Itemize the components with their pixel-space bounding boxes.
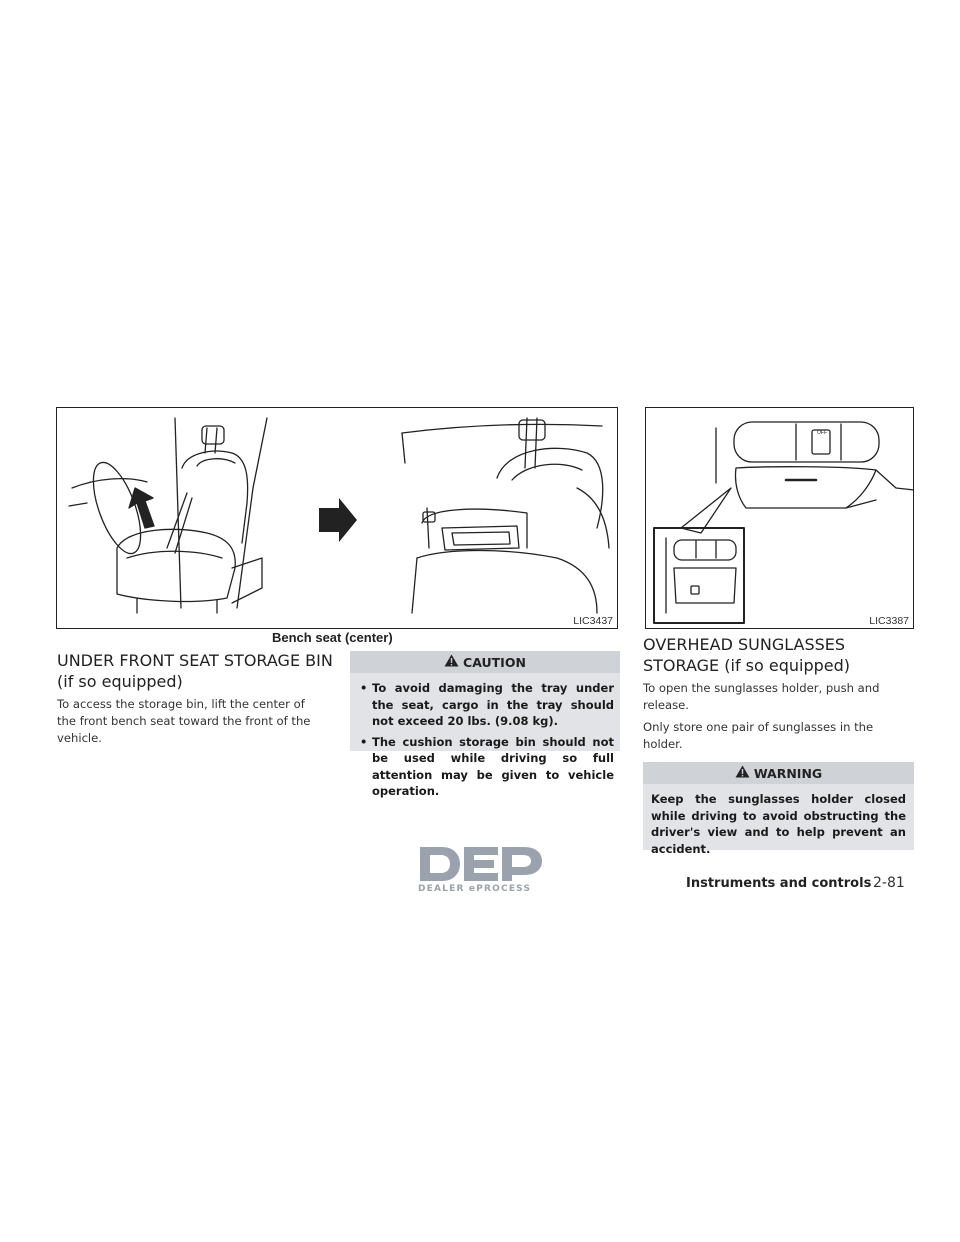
footer-section-title: Instruments and controls — [686, 876, 872, 891]
heading-line-2: (if so equipped) — [57, 672, 183, 691]
list-item: The cushion storage bin should not be us… — [358, 734, 614, 800]
figure-code: LIC3387 — [869, 615, 909, 627]
section-body: To access the storage bin, lift the cent… — [57, 697, 311, 745]
figure-code: LIC3437 — [573, 615, 613, 627]
caution-title: CAUTION — [463, 654, 526, 670]
page-number: 2-81 — [873, 875, 905, 891]
heading-line-2: STORAGE (if so equipped) — [643, 656, 851, 675]
logo-text: DEALER ePROCESS — [418, 884, 532, 894]
warning-triangle-icon — [444, 654, 459, 670]
section-heading: OVERHEAD SUNGLASSES STORAGE (if so equip… — [643, 634, 928, 676]
figure-caption: Bench seat (center) — [272, 630, 393, 645]
warning-title: WARNING — [753, 765, 823, 781]
warning-header: WARNING — [643, 762, 914, 784]
warning-box: WARNING Keep the sunglasses holder close… — [643, 762, 914, 856]
section-heading: UNDER FRONT SEAT STORAGE BIN (if so equi… — [57, 650, 342, 692]
section-paragraph: Only store one pair of sunglasses in the… — [643, 720, 874, 751]
list-item: To avoid damaging the tray under the sea… — [358, 680, 614, 730]
figure-sunglasses-holder: OFF LIC3387 — [645, 407, 914, 629]
bench-seat-illustration — [68, 417, 610, 614]
caution-header: CAUTION — [350, 651, 620, 673]
figure-bench-seat: LIC3437 — [56, 407, 618, 629]
warning-body: Keep the sunglasses holder closed while … — [651, 792, 906, 856]
heading-line-1: OVERHEAD SUNGLASSES — [643, 635, 846, 654]
overhead-label: OFF — [817, 430, 827, 436]
caution-box: CAUTION To avoid damaging the tray under… — [350, 651, 620, 798]
sunglasses-holder-illustration: OFF — [653, 421, 913, 624]
warning-triangle-icon — [735, 765, 750, 781]
dealer-eprocess-logo: DEALER ePROCESS — [418, 843, 544, 895]
caution-list: To avoid damaging the tray under the sea… — [350, 673, 620, 810]
section-paragraph: To open the sunglasses holder, push and … — [643, 681, 880, 712]
heading-line-1: UNDER FRONT SEAT STORAGE BIN — [57, 651, 333, 670]
